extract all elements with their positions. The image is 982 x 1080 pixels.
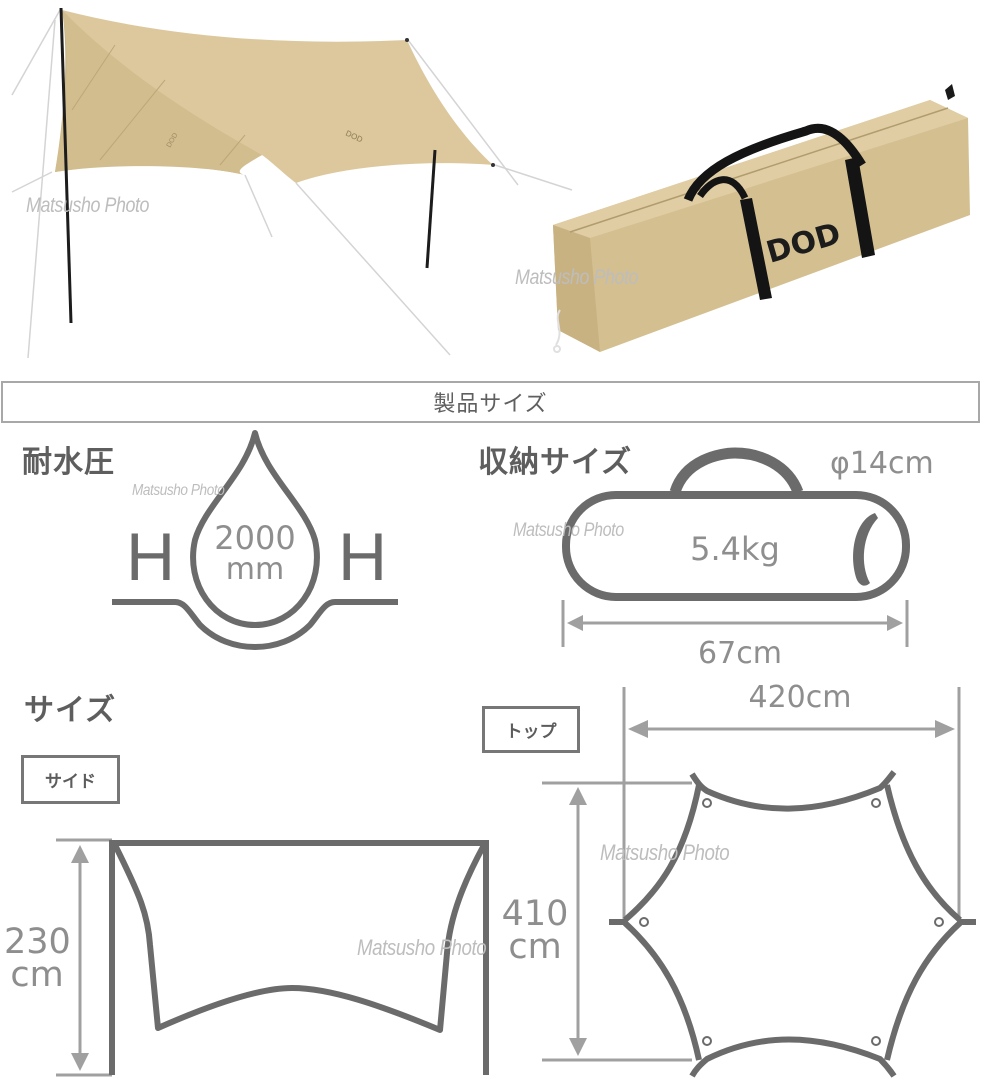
water-drop-icon bbox=[112, 430, 398, 650]
side-height-value: 230 bbox=[4, 922, 71, 962]
h-letter-left: H bbox=[126, 519, 176, 595]
top-depth-unit: cm bbox=[508, 927, 562, 967]
storage-weight: 5.4kg bbox=[690, 530, 780, 568]
h-letter-right: H bbox=[338, 519, 388, 595]
water-pressure-heading: 耐水圧 bbox=[22, 445, 115, 480]
banner-title: 製品サイズ bbox=[433, 392, 548, 417]
watermark: Matsusho Photo bbox=[600, 840, 730, 865]
side-height-unit: cm bbox=[10, 955, 64, 995]
watermark: Matsusho Photo bbox=[132, 482, 225, 499]
watermark: Matsusho Photo bbox=[515, 266, 639, 289]
storage-size-section: 収納サイズ φ14cm 5.4kg 67cm Matsusho Photo bbox=[470, 425, 982, 675]
water-pressure-value: 2000 bbox=[214, 519, 296, 557]
side-view-section: サイズ サイド 230 cm Matsusho Photo bbox=[0, 675, 500, 1080]
storage-size-heading: 収納サイズ bbox=[478, 445, 633, 480]
water-pressure-section: 耐水圧 H H 2000 mm Matsusho Photo bbox=[0, 425, 470, 675]
top-depth-value: 410 bbox=[501, 894, 569, 934]
side-view-tag: サイド bbox=[21, 755, 120, 804]
storage-diameter: φ14cm bbox=[830, 446, 934, 481]
tarp-photo: DOD DOD bbox=[11, 7, 573, 359]
storage-bag-icon bbox=[561, 447, 910, 647]
watermark: Matsusho Photo bbox=[26, 194, 150, 217]
water-pressure-unit: mm bbox=[225, 552, 285, 587]
watermark: Matsusho Photo bbox=[357, 935, 487, 960]
top-view-section: トップ 420cm bbox=[470, 675, 982, 1080]
storage-length: 67cm bbox=[698, 636, 782, 671]
product-photos: DOD DOD DOD Matsusho Photo Matsusho Phot… bbox=[0, 0, 982, 372]
top-width: 420cm bbox=[748, 680, 852, 715]
product-size-banner: 製品サイズ bbox=[1, 381, 980, 423]
side-view-diagram bbox=[56, 838, 489, 1077]
top-view-tag: トップ bbox=[482, 706, 580, 753]
watermark: Matsusho Photo bbox=[513, 520, 624, 541]
size-heading: サイズ bbox=[24, 693, 117, 728]
carry-bag-photo: DOD bbox=[553, 84, 970, 353]
top-view-diagram bbox=[542, 687, 976, 1078]
